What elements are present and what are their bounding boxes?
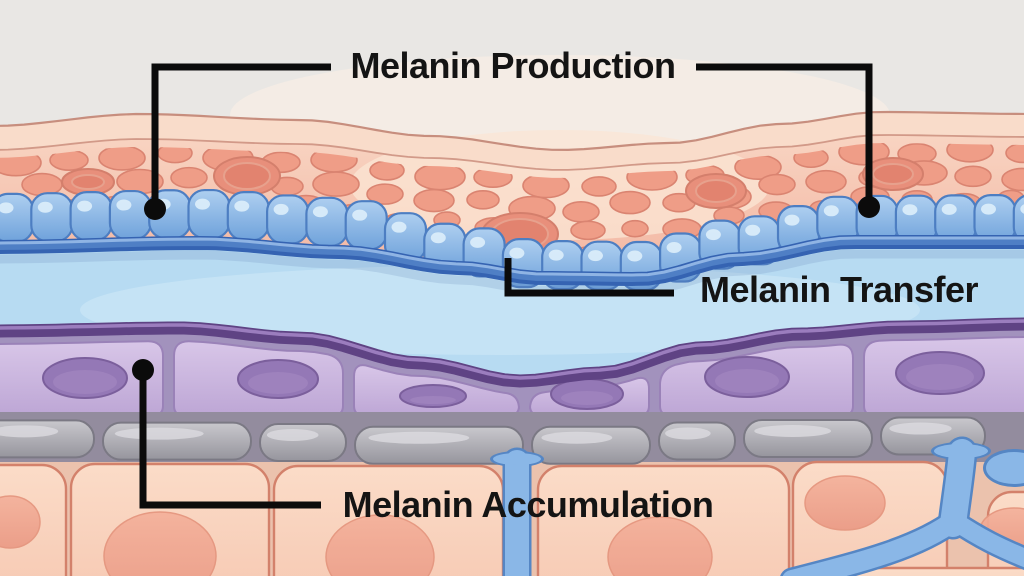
label-melanin-transfer: Melanin Transfer	[699, 269, 979, 310]
label-melanin-production: Melanin Production	[350, 45, 676, 86]
basement-membrane	[0, 235, 1024, 296]
callout-production-right	[696, 63, 880, 218]
callout-lines	[132, 63, 880, 509]
label-melanin-accumulation: Melanin Accumulation	[342, 484, 714, 525]
callout-dot	[132, 359, 154, 381]
callout-transfer	[504, 258, 674, 297]
callout-dot	[858, 196, 880, 218]
callout-accumulation	[132, 359, 321, 509]
callout-production-left	[144, 63, 331, 220]
callout-dot	[144, 198, 166, 220]
lower-epidermis-cells	[0, 460, 1024, 576]
melanocyte-cell-row	[0, 188, 1024, 292]
intercellular-blue-channels	[490, 436, 1024, 576]
